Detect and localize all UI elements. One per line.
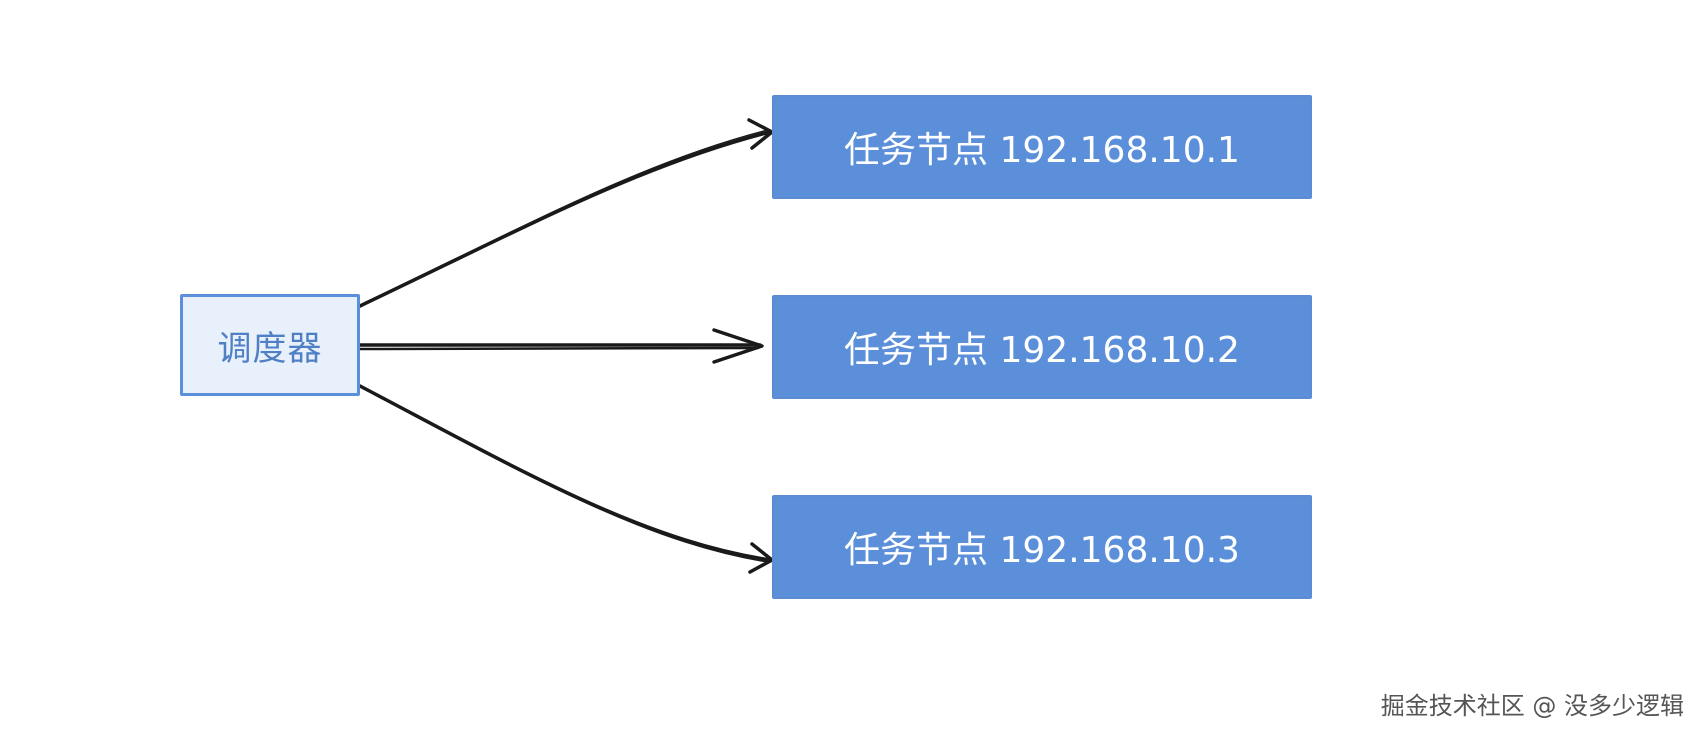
task-node-1-label: 任务节点 192.168.10.1 — [844, 130, 1240, 171]
task-node-3: 任务节点 192.168.10.3 — [772, 495, 1312, 599]
arrow-to-node-3 — [358, 384, 774, 574]
scheduler-label: 调度器 — [217, 328, 323, 369]
watermark-text: 掘金技术社区 @ 没多少逻辑 — [1380, 692, 1684, 720]
task-node-3-label: 任务节点 192.168.10.3 — [844, 530, 1240, 571]
arrow-to-node-1 — [358, 118, 774, 308]
task-node-2: 任务节点 192.168.10.2 — [772, 295, 1312, 399]
arrow-to-node-2 — [358, 328, 764, 364]
scheduler-box: 调度器 — [180, 294, 360, 396]
task-node-2-label: 任务节点 192.168.10.2 — [844, 330, 1240, 371]
task-node-1: 任务节点 192.168.10.1 — [772, 95, 1312, 199]
